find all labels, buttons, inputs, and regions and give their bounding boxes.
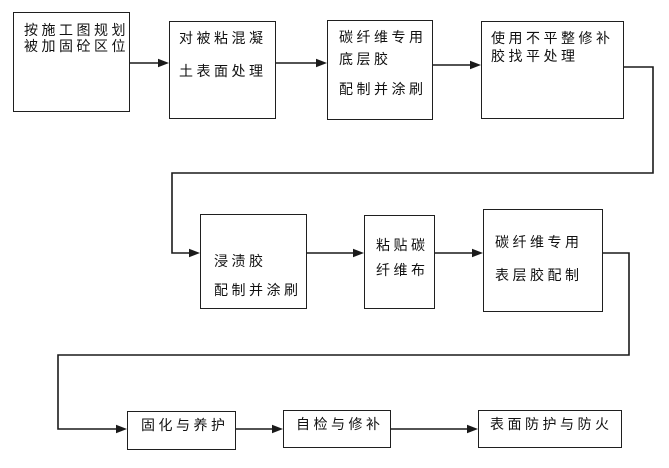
flow-node-self-check-repair: 自检与修补 [283, 410, 391, 448]
node-line: 粘贴碳 [376, 237, 429, 253]
edge-selfcheck-to-protection [391, 424, 478, 434]
edge-cloth-to-surfaceglue [435, 248, 483, 258]
flow-node-impregnation-glue-apply: 浸渍胶 配制并涂刷 [200, 214, 307, 309]
flow-node-paste-carbon-cloth: 粘贴碳 纤维布 [364, 215, 435, 309]
node-line: 碳纤维专用 [339, 29, 427, 45]
flow-node-concrete-surface-treatment: 对被粘混凝 土表面处理 [169, 21, 276, 119]
node-line: 表层胶配制 [495, 267, 583, 283]
edge-plan-to-surface [130, 58, 169, 68]
node-line: 按施工图规划 [24, 22, 129, 38]
node-line: 使用不平整修补 [491, 30, 614, 46]
edge-surface-to-primer [276, 58, 327, 68]
node-line: 固化与养护 [141, 417, 229, 433]
flow-node-leveling-repair: 使用不平整修补 胶找平处理 [481, 21, 624, 119]
node-line: 土表面处理 [179, 63, 267, 79]
flow-node-surface-glue-prepare: 碳纤维专用 表层胶配制 [483, 209, 603, 312]
node-line: 碳纤维专用 [495, 234, 583, 250]
node-line: 对被粘混凝 [179, 30, 267, 46]
node-line: 自检与修补 [296, 416, 384, 432]
node-line: 配制并涂刷 [339, 81, 427, 97]
node-line: 胶找平处理 [491, 48, 579, 64]
node-line: 底层胶 [339, 51, 392, 67]
edge-impregnation-to-cloth [307, 248, 364, 258]
flow-node-surface-fire-protection: 表面防护与防火 [478, 410, 622, 448]
edge-curing-to-selfcheck [236, 424, 283, 434]
node-line: 配制并涂刷 [214, 282, 302, 298]
node-line: 表面防护与防火 [490, 416, 613, 432]
edge-primer-to-leveling [433, 60, 481, 70]
node-line: 被加固砼区位 [24, 38, 129, 54]
flow-node-plan-area: 按施工图规划 被加固砼区位 [13, 12, 130, 112]
node-line: 纤维布 [376, 262, 429, 278]
node-line: 浸渍胶 [214, 253, 267, 269]
flow-node-curing-maintenance: 固化与养护 [127, 411, 236, 450]
flow-node-primer-glue-apply: 碳纤维专用 底层胶 配制并涂刷 [327, 20, 433, 120]
